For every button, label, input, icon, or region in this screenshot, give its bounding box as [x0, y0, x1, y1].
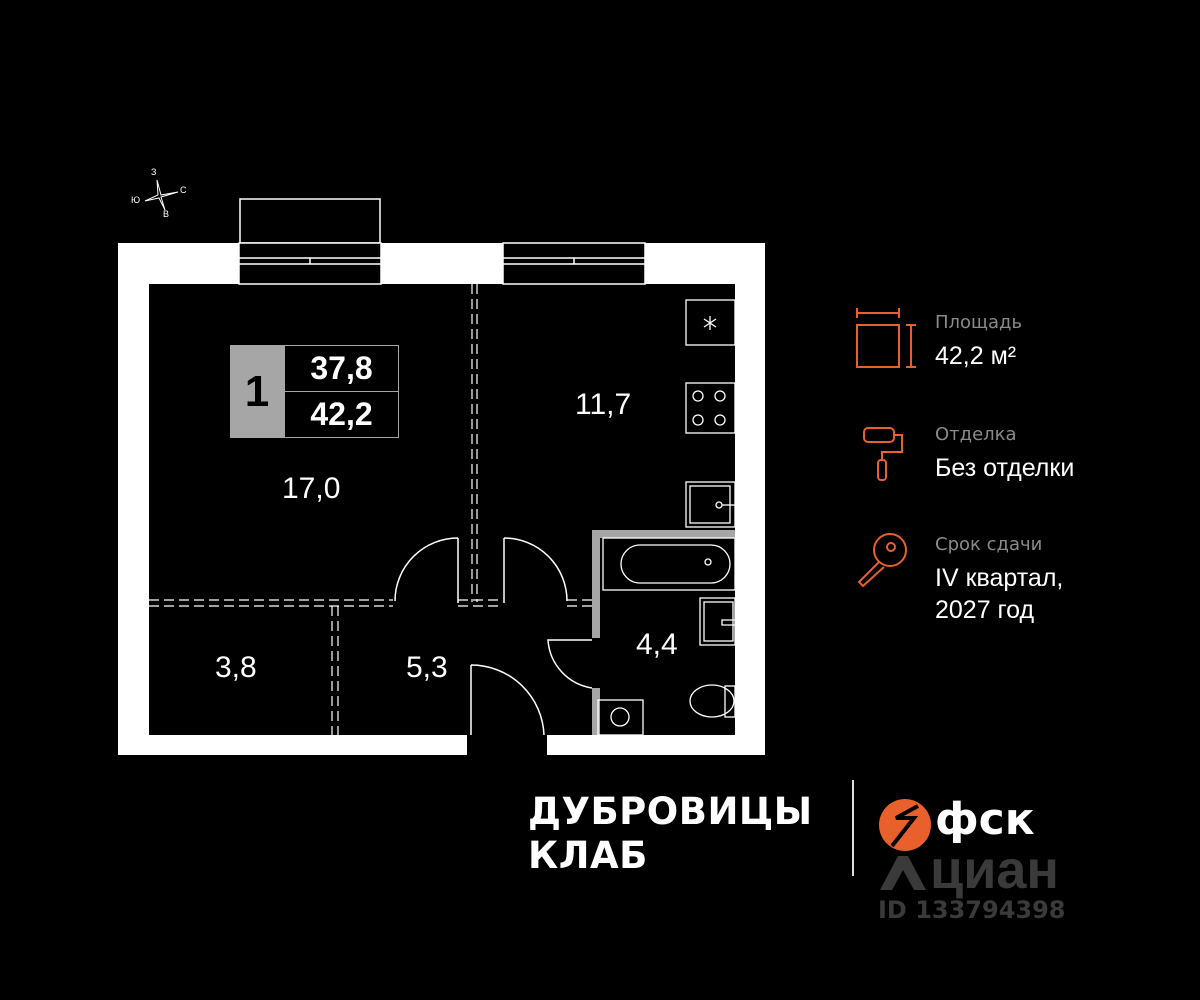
fsk-logo-icon: [879, 799, 931, 851]
compass-north: З: [151, 167, 157, 177]
room-area-storage: 3,8: [215, 651, 257, 684]
room-count: 1: [230, 345, 284, 438]
delivery-value-1: IV квартал,: [935, 564, 1064, 592]
room-area-kitchen: 11,7: [575, 388, 632, 421]
area-label: Площадь: [935, 312, 1023, 333]
room-area-hallway: 5,3: [406, 651, 448, 684]
outer-walls: [118, 243, 765, 755]
compass-icon: [144, 179, 179, 211]
bath-sink: [699, 597, 736, 646]
cian-logo-icon: [880, 856, 926, 890]
room-area-living: 17,0: [282, 472, 341, 505]
apartment-badge: 1 37,8 42,2: [230, 345, 399, 438]
developer-logo-text: фск: [935, 794, 1035, 845]
delivery-value-2: 2027 год: [935, 596, 1035, 624]
finish-value: Без отделки: [935, 454, 1075, 482]
paint-roller-icon: [863, 427, 903, 481]
compass-east: С: [180, 185, 187, 195]
fridge: [685, 299, 736, 346]
bathroom-walls: [592, 530, 735, 735]
washing-machine: [597, 699, 644, 736]
fridge-snow-icon: [703, 316, 717, 330]
window-1: [238, 198, 382, 285]
window-2: [502, 242, 646, 285]
brand-line-1: ДУБРОВИЦЫ: [528, 790, 813, 833]
info-finish: Отделка Без отделки: [935, 424, 1074, 484]
fixtures: [597, 299, 736, 736]
info-delivery: Срок сдачи IV квартал, 2027 год: [935, 534, 1063, 626]
key-icon: [857, 533, 907, 588]
project-logo: ДУБРОВИЦЫ КЛАБ: [528, 790, 813, 878]
finish-label: Отделка: [935, 424, 1017, 445]
delivery-label: Срок сдачи: [935, 534, 1043, 555]
compass-south: В: [163, 209, 170, 219]
brand-line-2: КЛАБ: [528, 834, 648, 877]
watermark-text: циан: [930, 840, 1060, 900]
total-area: 42,2: [284, 391, 399, 438]
watermark-id: ID 133794398: [878, 896, 1066, 924]
room-area-bathroom: 4,4: [636, 628, 678, 661]
living-area: 37,8: [284, 345, 399, 392]
compass-west: Ю: [131, 195, 141, 205]
toilet: [689, 684, 735, 718]
bathtub: [602, 537, 736, 591]
info-area: Площадь 42,2 м²: [935, 312, 1022, 372]
stove: [685, 382, 736, 434]
area-value: 42,2 м²: [935, 342, 1017, 370]
logo-divider: [852, 780, 854, 876]
area-icon: [856, 308, 916, 368]
dashed-partitions: [149, 284, 592, 735]
doors: [394, 537, 593, 736]
